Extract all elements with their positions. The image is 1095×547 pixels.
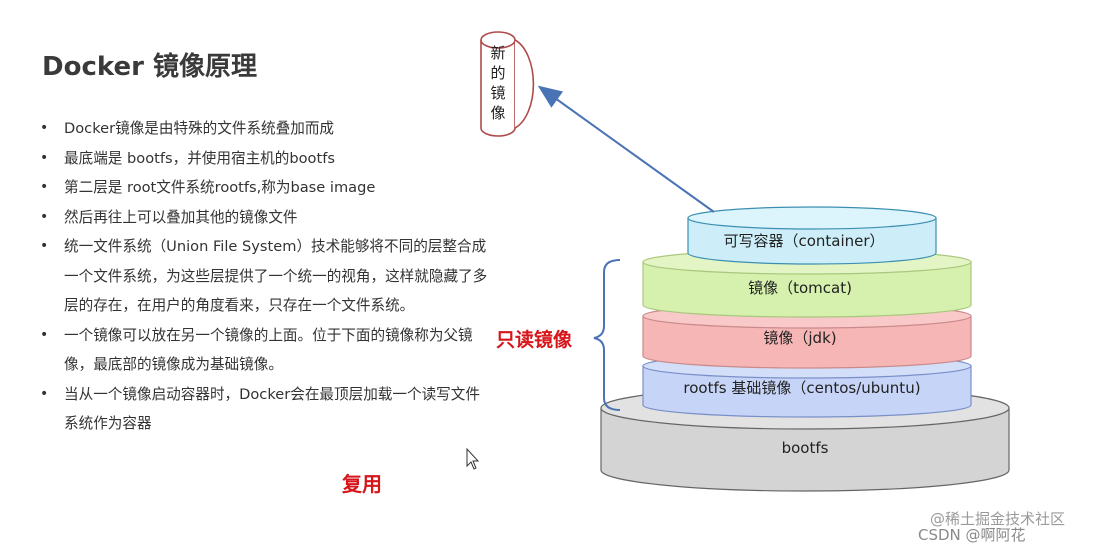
- container-layer: 可写容器（container）: [687, 206, 937, 265]
- mouse-cursor-icon: [466, 447, 480, 470]
- watermark-juejin: @稀土掘金技术社区: [930, 510, 1066, 528]
- page-title: Docker 镜像原理: [42, 52, 257, 82]
- bullet-item: 统一文件系统（Union File System）技术能够将不同的层整合成一个文…: [40, 232, 490, 321]
- new-image-char: 新: [490, 44, 505, 62]
- bullet-item: 一个镜像可以放在另一个镜像的上面。位于下面的镜像称为父镜像，最底部的镜像成为基础…: [40, 321, 490, 380]
- bullet-list: Docker镜像是由特殊的文件系统叠加而成 最底端是 bootfs，并使用宿主机…: [40, 114, 490, 439]
- bullet-item: 然后再往上可以叠加其他的镜像文件: [40, 203, 490, 233]
- jdk-label: 镜像（jdk): [763, 329, 836, 347]
- commit-arrow: [537, 85, 715, 213]
- tomcat-label: 镜像（tomcat): [748, 279, 852, 297]
- new-image-char: 镜: [490, 84, 505, 102]
- reuse-label: 复用: [342, 472, 382, 496]
- new-image-cylinder: 新 的 镜 像: [480, 31, 535, 137]
- rootfs-label: rootfs 基础镜像（centos/ubuntu): [683, 379, 920, 397]
- bullet-item: 第二层是 root文件系统rootfs,称为base image: [40, 173, 490, 203]
- container-label: 可写容器（container）: [723, 232, 884, 250]
- new-image-char: 像: [490, 104, 505, 122]
- watermark-csdn: CSDN @啊阿花: [918, 526, 1026, 544]
- new-image-char: 的: [490, 64, 505, 82]
- readonly-brace: [593, 259, 621, 411]
- bootfs-label: bootfs: [782, 439, 829, 457]
- bullet-item: 当从一个镜像启动容器时，Docker会在最顶层加载一个读写文件系统作为容器: [40, 380, 490, 439]
- bullet-item: Docker镜像是由特殊的文件系统叠加而成: [40, 114, 490, 144]
- bullet-item: 最底端是 bootfs，并使用宿主机的bootfs: [40, 144, 490, 174]
- readonly-label: 只读镜像: [496, 328, 573, 351]
